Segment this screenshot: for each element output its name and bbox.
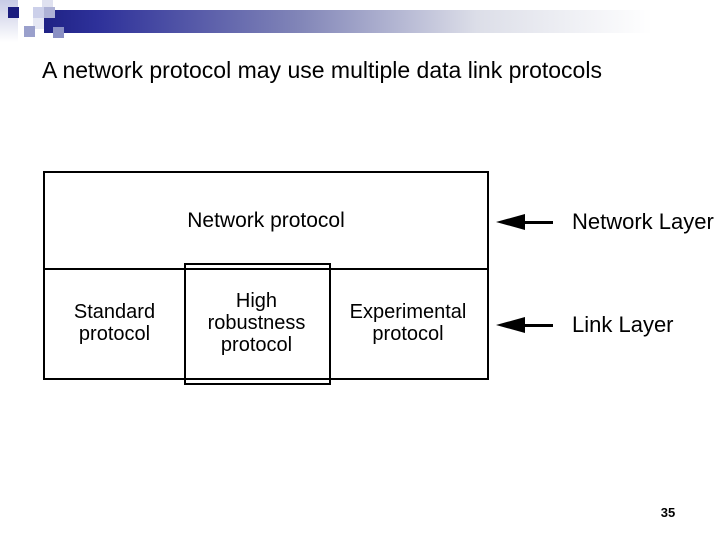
network-protocol-label: Network protocol bbox=[187, 208, 345, 232]
experimental-protocol-label: Experimental protocol bbox=[349, 301, 467, 345]
high-robustness-protocol-label: High robustness protocol bbox=[207, 290, 306, 356]
network-layer-annotation: Network Layer bbox=[496, 206, 714, 238]
standard-protocol-box: Standard protocol bbox=[45, 270, 184, 376]
experimental-protocol-box: Experimental protocol bbox=[329, 270, 487, 376]
link-layer-label: Link Layer bbox=[572, 312, 674, 337]
slide-title: A network protocol may use multiple data… bbox=[42, 57, 602, 83]
page-number: 35 bbox=[660, 505, 676, 520]
header-gradient-bar bbox=[44, 10, 720, 33]
arrow-head bbox=[496, 214, 525, 230]
left-arrow-icon bbox=[496, 206, 553, 238]
left-arrow-icon bbox=[496, 309, 553, 341]
deco-square bbox=[8, 7, 19, 18]
deco-square bbox=[33, 18, 44, 29]
deco-square bbox=[53, 27, 64, 38]
arrow-head bbox=[496, 317, 525, 333]
link-layer-annotation: Link Layer bbox=[496, 309, 674, 341]
protocol-stack-diagram: Network protocol Standard protocol High … bbox=[43, 171, 489, 385]
high-robustness-protocol-box: High robustness protocol bbox=[184, 270, 329, 376]
deco-square bbox=[24, 26, 35, 37]
deco-square bbox=[42, 0, 53, 8]
arrow-line bbox=[523, 221, 553, 224]
diagram-outer-box bbox=[43, 171, 489, 380]
link-protocols-row: Standard protocol High robustness protoc… bbox=[45, 270, 487, 376]
arrow-line bbox=[523, 324, 553, 327]
diagram-row-divider bbox=[43, 268, 489, 270]
network-protocol-box: Network protocol bbox=[45, 173, 487, 268]
network-layer-label: Network Layer bbox=[572, 209, 714, 234]
deco-square bbox=[44, 7, 55, 18]
standard-protocol-label: Standard protocol bbox=[73, 301, 156, 345]
deco-square bbox=[33, 7, 44, 18]
